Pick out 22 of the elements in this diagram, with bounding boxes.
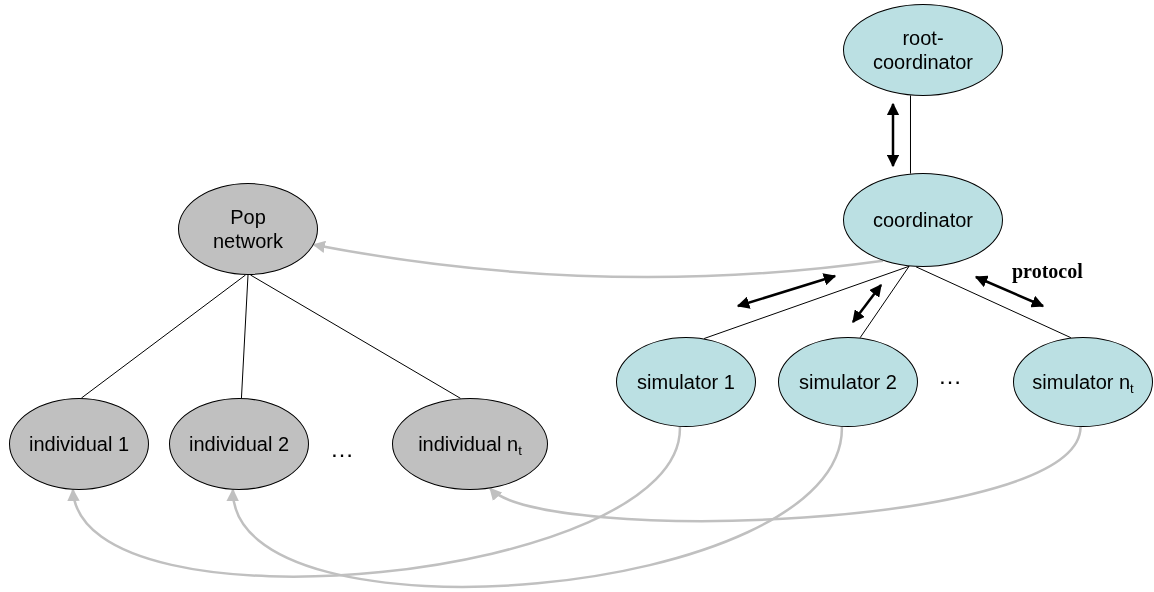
connector-line <box>859 265 910 339</box>
connector-line <box>249 274 461 399</box>
protocol-label: protocol <box>1012 260 1083 283</box>
ellipsis-text: … <box>938 362 962 390</box>
double-arrow <box>974 275 1045 308</box>
double-arrow <box>852 284 882 323</box>
connector-line <box>910 94 911 175</box>
curved-arrow <box>489 426 1082 522</box>
node-label: individual n$_{t}$ <box>418 432 522 456</box>
ellipsis-text: … <box>330 435 354 463</box>
node-label: individual 2 <box>188 432 290 456</box>
node-label: root- coordinator <box>871 26 975 74</box>
connector-line <box>80 274 247 399</box>
node-label: simulator 1 <box>637 370 735 394</box>
double-arrow <box>886 102 900 168</box>
node-label: simulator 2 <box>799 370 897 394</box>
node-label: Pop network <box>212 205 284 253</box>
node-label: coordinator <box>872 208 974 232</box>
double-arrow <box>736 273 837 309</box>
node-label: simulator n$_{t}$ <box>1032 370 1134 394</box>
node-label: individual 1 <box>28 432 130 456</box>
connector-line <box>240 274 249 399</box>
